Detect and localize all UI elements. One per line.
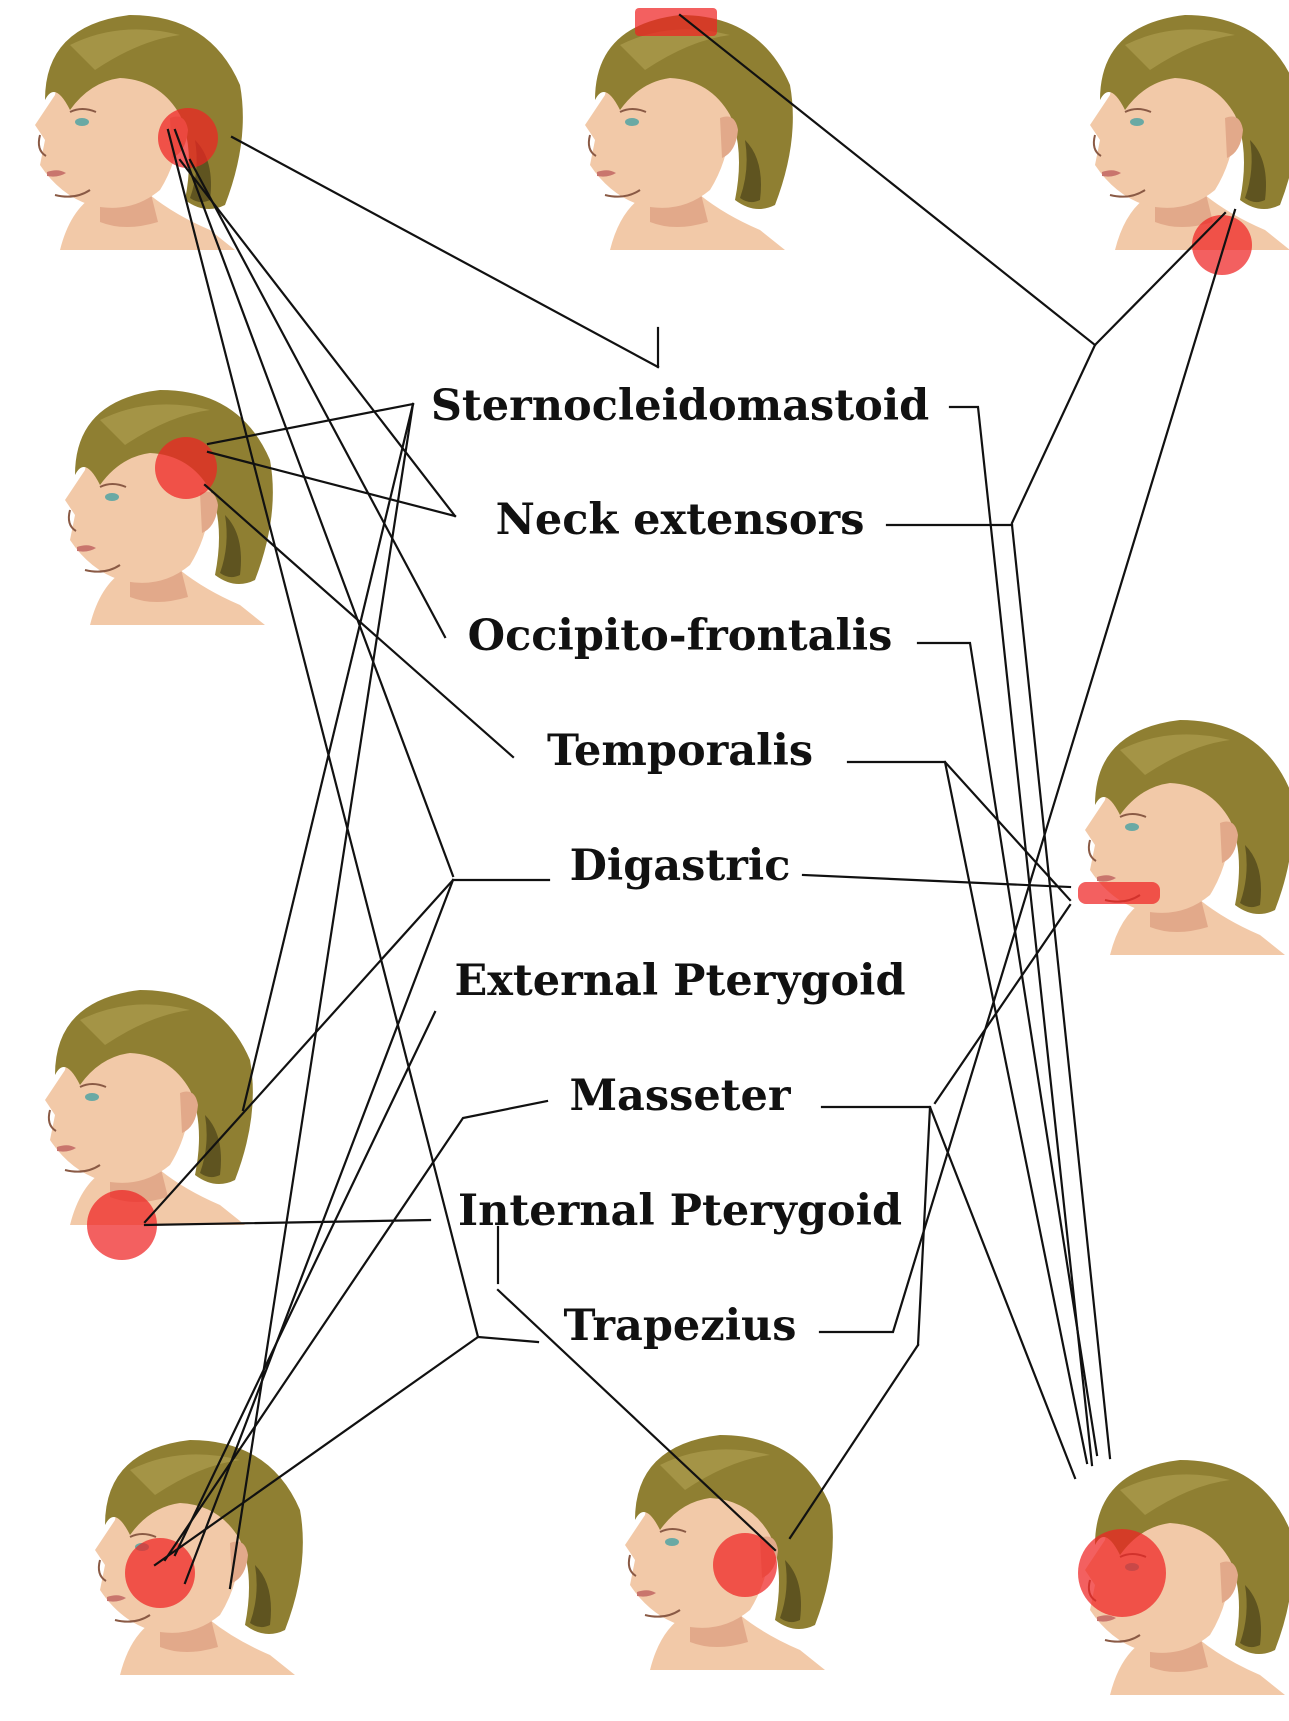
pain-marker-temple (155, 437, 217, 499)
connector-line (230, 404, 413, 1588)
head-illustration-1 (35, 15, 243, 250)
pain-marker-back-of-neck (1192, 215, 1252, 275)
muscle-label-masseter: Masseter (569, 1071, 791, 1121)
head-illustration-6 (45, 990, 253, 1260)
muscle-label-temporalis: Temporalis (547, 726, 813, 776)
connector-line (848, 762, 1087, 1463)
connector-line (822, 1107, 1075, 1478)
pain-marker-top-of-head (635, 8, 717, 36)
muscle-label-digastric: Digastric (570, 841, 791, 891)
pain-marker-around-eye (1078, 1529, 1166, 1617)
connector-lines (145, 15, 1235, 1588)
muscle-label-internal-pterygoid: Internal Pterygoid (458, 1186, 902, 1236)
connector-line (185, 880, 453, 1583)
head-illustration-3 (1090, 15, 1289, 275)
pain-marker-lower-lip (1078, 882, 1160, 904)
muscle-label-occipito-frontalis: Occipito-frontalis (468, 611, 893, 661)
pain-marker-cheek (125, 1538, 195, 1608)
head-illustration-8 (625, 1435, 833, 1670)
muscle-label-neck-extensors: Neck extensors (496, 495, 865, 545)
head-illustration-4 (65, 390, 273, 625)
head-illustration-7 (95, 1440, 303, 1675)
muscle-label-trapezius: Trapezius (563, 1301, 796, 1351)
head-illustration-9 (1078, 1460, 1289, 1695)
head-illustration-2 (585, 8, 793, 250)
connector-line (1012, 345, 1095, 523)
muscle-label-sternocleidomastoid: Sternocleidomastoid (431, 381, 929, 431)
connector-line (232, 137, 658, 367)
connector-line (918, 1107, 930, 1345)
connector-line (790, 1345, 918, 1538)
connector-line (950, 407, 1092, 1465)
muscle-label-external-pterygoid: External Pterygoid (454, 956, 905, 1006)
pain-marker-behind-ear (158, 108, 218, 168)
muscle-label-list: Sternocleidomastoid Neck extensors Occip… (431, 381, 929, 1351)
connector-line (478, 1337, 538, 1342)
head-illustration-5 (1078, 720, 1289, 955)
